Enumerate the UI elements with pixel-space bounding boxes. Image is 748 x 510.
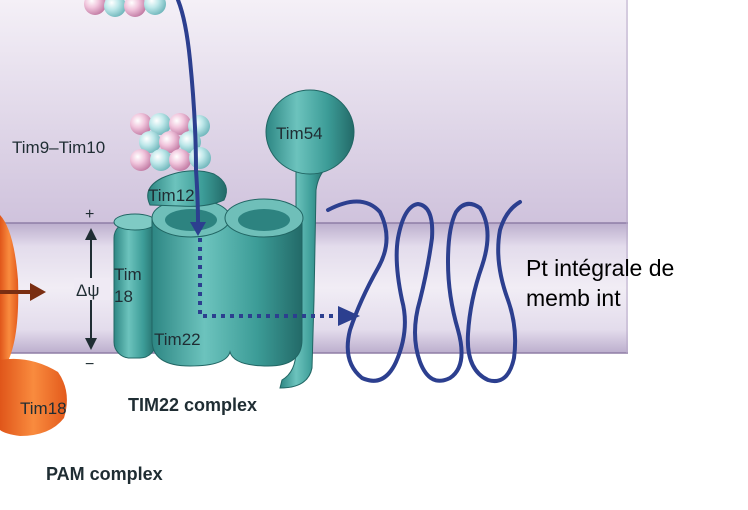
tim12-label: Tim12 xyxy=(148,186,195,205)
entry-arrow xyxy=(0,283,46,301)
insertion-path xyxy=(198,238,340,318)
pam-complex-label: PAM complex xyxy=(46,464,163,484)
tim22-label: Tim22 xyxy=(154,330,201,349)
tim18-label-top: Tim xyxy=(114,265,142,284)
annotation-line-2: memb int xyxy=(526,285,621,311)
tim18-shape: Tim 18 xyxy=(113,213,157,359)
tim54-label: Tim54 xyxy=(276,124,323,143)
membrane-potential: + − Δψ xyxy=(74,206,110,373)
precursor-chain xyxy=(176,0,200,224)
tim12-shape: Tim12 xyxy=(147,170,227,207)
pam-partial-label: Tim18 xyxy=(20,399,67,418)
insertion-arrowhead xyxy=(338,306,360,326)
tim18-label-bottom: 18 xyxy=(114,287,133,306)
delta-psi-label: Δψ xyxy=(76,281,99,300)
tim54-shape: Tim54 xyxy=(265,89,355,389)
plus-sign: + xyxy=(85,206,94,223)
tim9-tim10-beads xyxy=(130,113,211,171)
tim22-shape: Tim22 xyxy=(151,198,304,367)
minus-sign: − xyxy=(85,356,94,373)
tim22-complex-label: TIM22 complex xyxy=(128,395,257,415)
top-bead-chain xyxy=(84,0,166,17)
precursor-arrowhead xyxy=(190,222,206,236)
tim9-tim10-label: Tim9–Tim10 xyxy=(12,138,105,157)
integral-protein-loops xyxy=(326,199,522,383)
annotation-line-1: Pt intégrale de xyxy=(526,255,674,281)
